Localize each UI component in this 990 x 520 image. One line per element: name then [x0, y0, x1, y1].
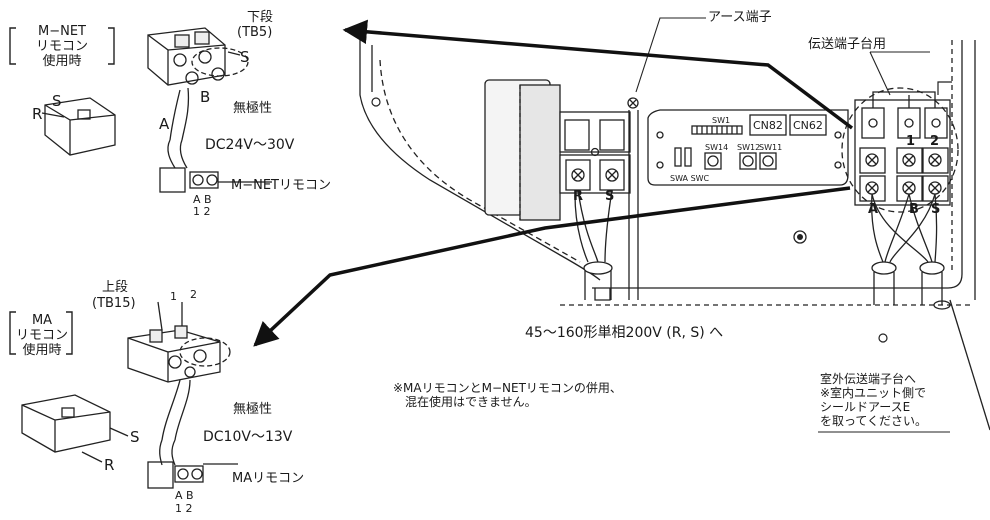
control-board: [647, 109, 849, 186]
power-r-label: R: [573, 189, 584, 204]
lower-tier-label: 下段: [247, 10, 274, 25]
power-s-label: S: [605, 189, 615, 204]
ma-bracket: [9, 311, 73, 355]
mnet-12-label: 1 2: [193, 205, 211, 218]
earth-terminal-label: アース端子: [708, 10, 772, 25]
transmission-terminal-block: [841, 87, 990, 431]
ma-top-1-label: 1: [170, 290, 177, 303]
mnet-a-label: A: [159, 115, 170, 133]
mnet-usage-line-1: M−NET: [38, 24, 86, 39]
ma-12-label: 1 2: [175, 502, 193, 515]
upper-tier-tb-label: (TB15): [92, 296, 136, 311]
terminal-2-label: 2: [930, 134, 940, 149]
outdoor-note-line-2: ※室内ユニット側で: [820, 386, 927, 400]
earth-leader: [635, 17, 706, 93]
mnet-s-left-label: S: [52, 92, 62, 110]
transmission-leader: [869, 51, 930, 96]
lower-tier-tb-label: (TB5): [237, 25, 273, 40]
combined-note-line-1: ※MAリモコンとM−NETリモコンの併用、: [393, 381, 622, 395]
power-terminal-block: [484, 79, 631, 300]
terminal-s-label: S: [931, 202, 941, 217]
mnet-usage-line-3: 使用時: [42, 54, 82, 69]
outdoor-note-line-1: 室外伝送端子台へ: [820, 372, 917, 386]
nonpolar-label-2: 無極性: [233, 402, 273, 417]
mnet-usage-line-2: リモコン: [35, 39, 88, 54]
mnet-bracket: [9, 27, 115, 65]
outdoor-note-line-4: を取ってください。: [820, 414, 928, 428]
mnet-cover: [41, 97, 116, 156]
ma-terminal-block: [127, 301, 231, 441]
mnet-r-label: R: [32, 105, 43, 123]
combined-use-note: ※MAリモコンとM−NETリモコンの併用、 混在使用はできません。: [393, 381, 622, 409]
earth-wire: [627, 97, 639, 300]
swa-swc-label: SWA SWC: [670, 174, 710, 183]
ma-s-label: S: [130, 428, 140, 446]
nonpolar-label-1: 無極性: [233, 101, 273, 116]
terminal-a-label: A: [868, 202, 879, 217]
ma-r-label: R: [104, 456, 115, 474]
cn62-label: CN62: [793, 119, 823, 132]
ma-usage-line-1: MA: [31, 313, 53, 328]
power-note: 45〜160形単相200V (R, S) へ: [525, 325, 724, 341]
ma-remote-label: MAリモコン: [232, 471, 305, 486]
sw1-label: SW1: [712, 116, 731, 125]
ma-ab-label: A B: [175, 489, 194, 502]
mnet-s-top-label: S: [240, 48, 250, 66]
transmission-terminal-label: 伝送端子台用: [808, 37, 887, 52]
arrow-to-upper-tier: [253, 186, 851, 347]
ma-remote-cable: [147, 439, 238, 489]
mnet-ab-label: A B: [193, 193, 212, 206]
cn82-label: CN82: [753, 119, 783, 132]
sw12-label: SW12: [737, 143, 761, 152]
mnet-remote-label: M−NETリモコン: [231, 178, 331, 193]
upper-tier-label: 上段: [102, 280, 129, 295]
outdoor-terminal-note: 室外伝送端子台へ ※室内ユニット側で シールドアースE を取ってください。: [820, 372, 927, 428]
ma-usage-label: MA リモコン 使用時: [16, 313, 68, 358]
mnet-remote-cable: [159, 139, 272, 193]
arrow-to-lower-tier: [342, 19, 854, 130]
combined-note-line-2: 混在使用はできません。: [405, 395, 537, 409]
dc-mnet-label: DC24V〜30V: [205, 137, 295, 153]
terminal-1-label: 1: [906, 134, 916, 149]
ma-usage-line-3: 使用時: [22, 343, 62, 358]
mnet-terminal-block: [147, 27, 249, 141]
arrows: [253, 19, 854, 347]
mnet-usage-label: M−NET リモコン 使用時: [18, 24, 106, 69]
outdoor-note-line-3: シールドアースE: [820, 400, 911, 414]
ma-usage-line-2: リモコン: [16, 328, 69, 343]
sw14-label: SW14: [705, 143, 729, 152]
ma-top-2-label: 2: [190, 288, 197, 301]
dc-ma-label: DC10V〜13V: [203, 429, 293, 445]
terminal-b-label: B: [909, 202, 919, 217]
mnet-b-label: B: [200, 88, 211, 106]
screw-icon: [793, 230, 807, 244]
sw11-label: SW11: [759, 143, 783, 152]
ma-cover: [21, 394, 129, 463]
